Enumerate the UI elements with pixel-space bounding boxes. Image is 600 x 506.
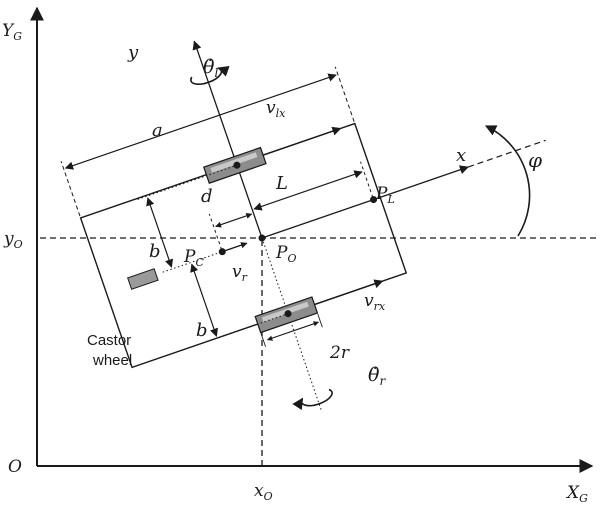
- xo-label: xO: [254, 481, 273, 503]
- dim-d-label: d: [201, 186, 213, 207]
- theta-l-rotation-arrow: [190, 66, 230, 85]
- pc-label: PC: [183, 247, 204, 269]
- global-axes: [30, 6, 594, 473]
- dim-b-upper-label: b: [149, 241, 161, 262]
- global-x-axis-label: XG: [565, 483, 588, 505]
- global-y-axis-label: YG: [2, 21, 22, 43]
- vlx-label: vlx: [266, 98, 286, 120]
- dim-b-upper-ext: [137, 165, 236, 200]
- dim-b-lower-line: [190, 263, 218, 337]
- dim-2r-ext-right: [317, 313, 323, 328]
- dim-a-line: [64, 73, 337, 170]
- dim-2r-line: [266, 321, 320, 341]
- castor-label-line2: wheel: [92, 352, 132, 369]
- theta-l-label: θ̇l: [203, 56, 218, 80]
- vrx-label: vrx: [364, 291, 386, 313]
- robot-x-axis: [261, 165, 469, 239]
- origin-label: O: [8, 457, 22, 477]
- dim-2r-label: 2r: [329, 343, 350, 363]
- phi-label: φ: [528, 148, 542, 172]
- castor-wheel: [127, 268, 159, 290]
- vlx-arrow: [262, 126, 342, 156]
- point-pc: [218, 248, 226, 256]
- dim-d-ext: [208, 213, 223, 250]
- vrx-arrow: [314, 279, 384, 306]
- robot-x-axis-extension: [467, 139, 546, 168]
- pl-label: PL: [375, 184, 395, 206]
- dim-b-lower-ext: [207, 313, 287, 342]
- dim-a-ext-right: [334, 66, 355, 122]
- yo-label: yO: [3, 229, 23, 251]
- theta-r-rotation-arrow: [292, 388, 333, 411]
- dim-a-ext-left: [60, 161, 81, 217]
- dim-d-line: [215, 212, 253, 228]
- dim-2r-ext-left: [260, 333, 267, 347]
- vr-arrow: [222, 242, 248, 253]
- dim-a-label: a: [152, 120, 163, 141]
- theta-r-label: θ̇r: [368, 364, 386, 388]
- robot-frame: [60, 40, 546, 411]
- dim-L-label: L: [275, 173, 288, 194]
- vr-label: vr: [232, 262, 248, 284]
- point-po: [258, 234, 266, 242]
- dim-L-ext: [360, 161, 374, 198]
- po-label: PO: [275, 243, 296, 265]
- robot-y-axis-label: y: [127, 42, 139, 63]
- right-wheel-hub: [284, 310, 292, 318]
- dim-b-lower-label: b: [196, 320, 208, 341]
- point-pl: [370, 196, 378, 204]
- castor-label-line1: Castor: [87, 332, 131, 349]
- robot-x-axis-label: x: [456, 145, 466, 166]
- dim-b-upper-line: [146, 197, 174, 268]
- phi-angle-arc: [484, 125, 531, 237]
- dim-L-line: [253, 170, 363, 211]
